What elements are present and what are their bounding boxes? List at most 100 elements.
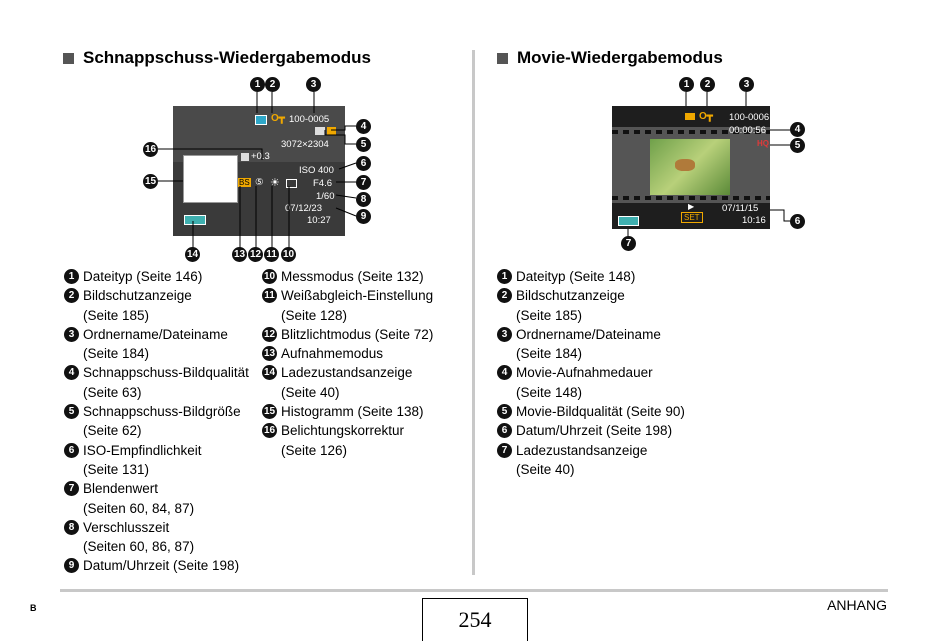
recording-mode-badge: BS [238, 178, 251, 187]
legend-number: 4 [64, 365, 79, 381]
legend-number: 1 [497, 269, 512, 284]
legend-number: 12 [262, 326, 277, 342]
histogram [183, 155, 238, 203]
image-size-icon [327, 127, 336, 135]
legend-number: 2 [64, 288, 79, 304]
legend-number: 3 [64, 326, 79, 342]
legend-text: Verschlusszeit [83, 519, 170, 535]
legend-text: (Seiten 60, 86, 87) [83, 539, 195, 555]
legend-number: 6 [497, 423, 512, 439]
legend-number: 13 [262, 346, 277, 362]
movie-thumbnail [650, 139, 730, 195]
callout-7: 7 [621, 236, 636, 251]
image-size: 3072×2304 [281, 139, 329, 150]
shutter-value: 1/60 [316, 191, 335, 202]
legend-text: Ordnername/Dateiname [516, 326, 661, 342]
callout-1: 1 [250, 77, 265, 92]
legend-text: Ordnername/Dateiname [83, 326, 228, 342]
legend-text: Messmodus (Seite 132) [281, 269, 424, 284]
legend-number: 1 [64, 269, 79, 284]
callout-1: 1 [679, 77, 694, 92]
callout-8: 8 [356, 192, 371, 207]
legend-text: Datum/Uhrzeit (Seite 198) [516, 423, 673, 439]
legend-text: Blendenwert [83, 481, 159, 497]
legend-text: (Seite 148) [516, 384, 583, 400]
legend-text: (Seite 185) [516, 307, 583, 323]
legend-text: Bildschutzanzeige [83, 288, 192, 304]
legend-number: 7 [497, 442, 512, 458]
callout-12: 12 [248, 247, 263, 262]
legend-number: 10 [262, 269, 277, 284]
callout-14: 14 [185, 247, 200, 262]
legend-text: (Seite 63) [83, 384, 142, 400]
square-bullet-icon [63, 52, 74, 64]
left-section-title: Schnappschuss-Wiedergabemodus [63, 48, 371, 68]
legend-text: Ladezustandsanzeige [281, 365, 413, 381]
legend-text: Aufnahmemodus [281, 346, 384, 362]
legend-number: 2 [497, 288, 512, 304]
legend-text: Movie-Aufnahmedauer [516, 365, 653, 381]
legend-text: (Seite 40) [516, 461, 575, 477]
callout-16: 16 [143, 142, 158, 157]
legend-text: Histogramm (Seite 138) [281, 404, 424, 420]
time-value: 10:16 [742, 215, 766, 226]
legend-text: Bildschutzanzeige [516, 288, 625, 304]
legend-text: Blitzlichtmodus (Seite 72) [281, 326, 434, 342]
legend-text: (Seite 40) [281, 384, 340, 400]
metering-icon [286, 179, 297, 188]
file-type-icon [255, 115, 267, 125]
iso-value: ISO 400 [299, 165, 334, 176]
legend-text: (Seite 184) [516, 346, 583, 362]
callout-4: 4 [356, 119, 371, 134]
set-button-label: SET [681, 212, 703, 223]
aperture-value: F4.6 [313, 178, 333, 189]
white-balance-icon: ☀ [270, 177, 280, 189]
legend-number: 3 [497, 326, 512, 342]
callout-3: 3 [306, 77, 321, 92]
legend-text: (Seite 126) [281, 442, 348, 458]
callout-15: 15 [143, 174, 158, 189]
legend-text: Dateityp (Seite 146) [83, 269, 203, 284]
movie-duration: 00:00:56 [729, 125, 766, 136]
callout-13: 13 [232, 247, 247, 262]
legend-text: Schnappschuss-Bildgröße [83, 404, 241, 420]
page-number: 254 [422, 598, 528, 641]
callout-3: 3 [739, 77, 754, 92]
callout-6: 6 [356, 156, 371, 171]
legend-text: (Seite 185) [83, 307, 150, 323]
legend-text: Dateityp (Seite 148) [516, 269, 636, 284]
film-strip [612, 127, 770, 203]
legend-text: Belichtungskorrektur [281, 423, 405, 439]
movie-quality-icon: HQ [757, 139, 769, 148]
legend-number: 6 [64, 442, 79, 458]
date-value: 07/12/23 [285, 203, 322, 214]
movie-screen: O┳ 100-0006 00:00:56 HQ ▶ SET 07/11/15 1… [612, 106, 770, 229]
legend-text: (Seiten 60, 84, 87) [83, 500, 195, 516]
legend-number: 14 [262, 365, 277, 381]
callout-9: 9 [356, 209, 371, 224]
callout-2: 2 [265, 77, 280, 92]
battery-icon [184, 215, 206, 225]
footer-mark: B [30, 603, 37, 613]
protect-key-icon: O┳ [271, 113, 285, 124]
callout-6: 6 [790, 214, 805, 229]
time-value: 10:27 [307, 215, 331, 226]
legend-item: 10 Messmodus (Seite 132) [262, 267, 467, 286]
image-quality-icon [315, 127, 325, 135]
